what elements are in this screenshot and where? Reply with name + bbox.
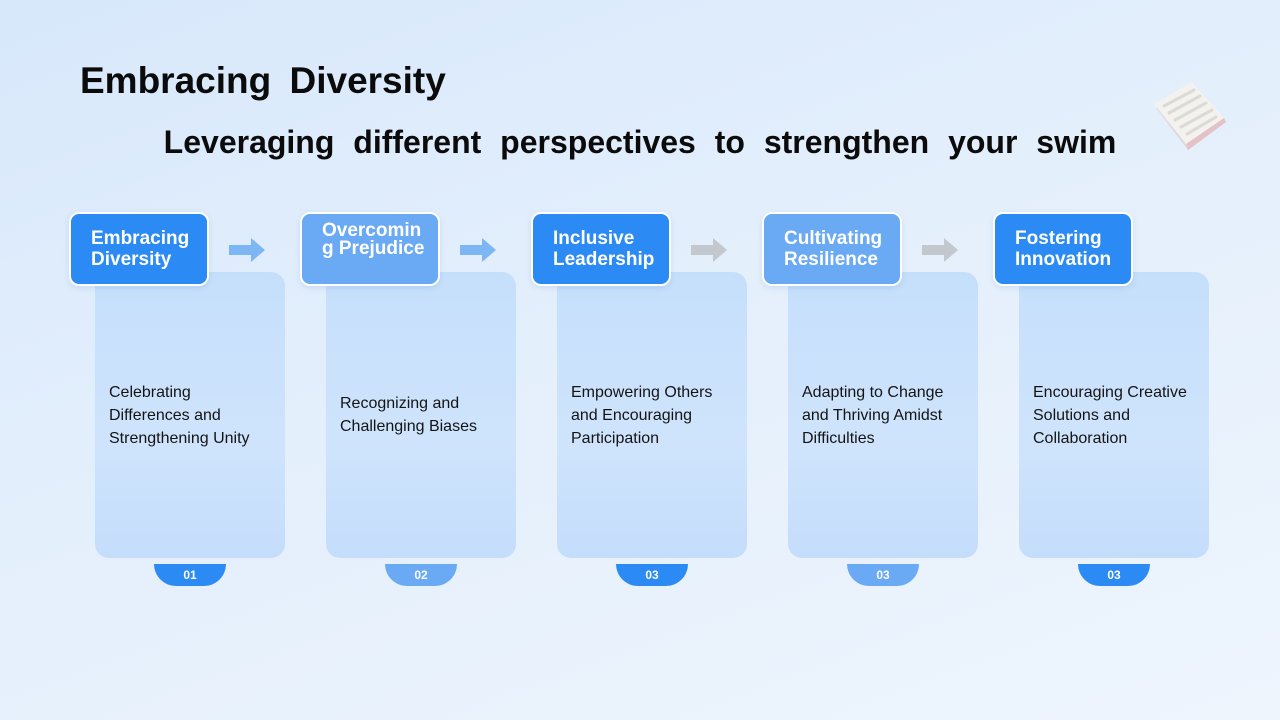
step-number-badge: 03 (1078, 564, 1150, 586)
step-number-badge: 01 (154, 564, 226, 586)
step-number-badge: 03 (616, 564, 688, 586)
step-heading: Fostering Innovation (993, 212, 1133, 286)
step-description-line: Challenging Biases (340, 418, 477, 435)
arrow-right-icon (460, 238, 496, 262)
step-heading: Embracing Diversity (69, 212, 209, 286)
step-description-line: and Encouraging (571, 406, 692, 424)
arrow-right-icon (922, 238, 958, 262)
step-description-line: and Thriving Amidst (802, 406, 943, 424)
step-description-line: Encouraging Creative (1033, 383, 1187, 401)
step-heading: Inclusive Leadership (531, 212, 671, 286)
page-subtitle: Leveraging different perspectives to str… (163, 124, 1117, 160)
stacked-paper-icon (1154, 82, 1226, 150)
step-heading: Cultivating Resilience (762, 212, 902, 286)
step-description-line: Participation (571, 429, 660, 447)
page-title: Embracing Diversity (80, 60, 446, 101)
step-number-badge: 02 (385, 564, 457, 586)
step-description-line: Collaboration (1033, 429, 1128, 447)
arrow-right-icon (691, 238, 727, 262)
step-description-line: Recognizing and (340, 395, 460, 412)
step-description-line: Strengthening Unity (109, 429, 250, 447)
step-heading: Overcoming Prejudice (300, 212, 440, 286)
step-description-line: Differences and (109, 406, 221, 424)
step-description-line: Solutions and (1033, 406, 1130, 424)
step-description-line: Adapting to Change (802, 383, 944, 401)
step-description-line: Celebrating (109, 383, 191, 401)
step-number-badge: 03 (847, 564, 919, 586)
arrow-right-icon (229, 238, 265, 262)
step-description-line: Difficulties (802, 429, 875, 447)
step-description-line: Empowering Others (571, 383, 713, 401)
